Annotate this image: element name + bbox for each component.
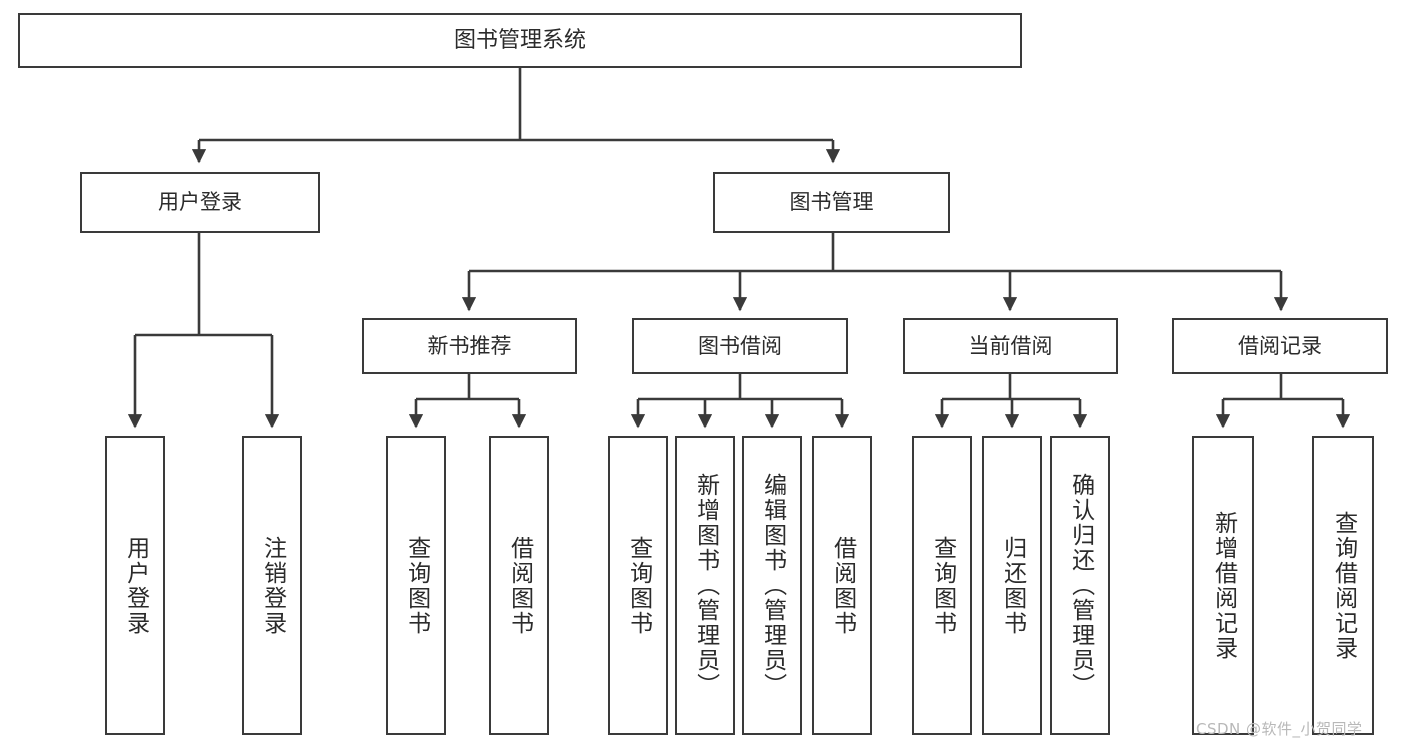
node-borrow-record[interactable]: 借阅记录 bbox=[1172, 318, 1388, 374]
node-root-system[interactable]: 图书管理系统 bbox=[18, 13, 1022, 68]
leaf-logout[interactable]: 注销登录 bbox=[242, 436, 302, 735]
node-book-manage[interactable]: 图书管理 bbox=[713, 172, 950, 233]
leaf-query-book-2[interactable]: 查询图书 bbox=[608, 436, 668, 735]
leaf-user-login-label: 用户登录 bbox=[122, 535, 149, 636]
leaf-borrow-book-1-label: 借阅图书 bbox=[506, 535, 533, 636]
leaf-add-borrow-record-label: 新增借阅记录 bbox=[1210, 510, 1237, 661]
leaf-query-borrow-record[interactable]: 查询借阅记录 bbox=[1312, 436, 1374, 735]
node-book-borrow[interactable]: 图书借阅 bbox=[632, 318, 848, 374]
leaf-query-book-3[interactable]: 查询图书 bbox=[912, 436, 972, 735]
node-user-login[interactable]: 用户登录 bbox=[80, 172, 320, 233]
leaf-query-book-2-label: 查询图书 bbox=[625, 535, 652, 636]
leaf-add-book[interactable]: 新增图书（管理员） bbox=[675, 436, 735, 735]
leaf-borrow-book-2-label: 借阅图书 bbox=[829, 535, 856, 636]
leaf-edit-book-label: 编辑图书（管理员） bbox=[759, 473, 786, 698]
leaf-query-book-1[interactable]: 查询图书 bbox=[386, 436, 446, 735]
leaf-return-book[interactable]: 归还图书 bbox=[982, 436, 1042, 735]
leaf-query-book-3-label: 查询图书 bbox=[929, 535, 956, 636]
leaf-confirm-return-label: 确认归还（管理员） bbox=[1067, 473, 1094, 698]
csdn-watermark: CSDN @软件_小贺同学 bbox=[1196, 720, 1363, 738]
leaf-borrow-book-1[interactable]: 借阅图书 bbox=[489, 436, 549, 735]
leaf-return-book-label: 归还图书 bbox=[999, 535, 1026, 636]
leaf-user-login[interactable]: 用户登录 bbox=[105, 436, 165, 735]
leaf-add-borrow-record[interactable]: 新增借阅记录 bbox=[1192, 436, 1254, 735]
node-current-borrow[interactable]: 当前借阅 bbox=[903, 318, 1118, 374]
leaf-logout-label: 注销登录 bbox=[259, 535, 286, 636]
leaf-query-borrow-record-label: 查询借阅记录 bbox=[1330, 510, 1357, 661]
leaf-query-book-1-label: 查询图书 bbox=[403, 535, 430, 636]
leaf-borrow-book-2[interactable]: 借阅图书 bbox=[812, 436, 872, 735]
node-new-book-recommend[interactable]: 新书推荐 bbox=[362, 318, 577, 374]
leaf-edit-book[interactable]: 编辑图书（管理员） bbox=[742, 436, 802, 735]
leaf-confirm-return[interactable]: 确认归还（管理员） bbox=[1050, 436, 1110, 735]
leaf-add-book-label: 新增图书（管理员） bbox=[692, 473, 719, 698]
